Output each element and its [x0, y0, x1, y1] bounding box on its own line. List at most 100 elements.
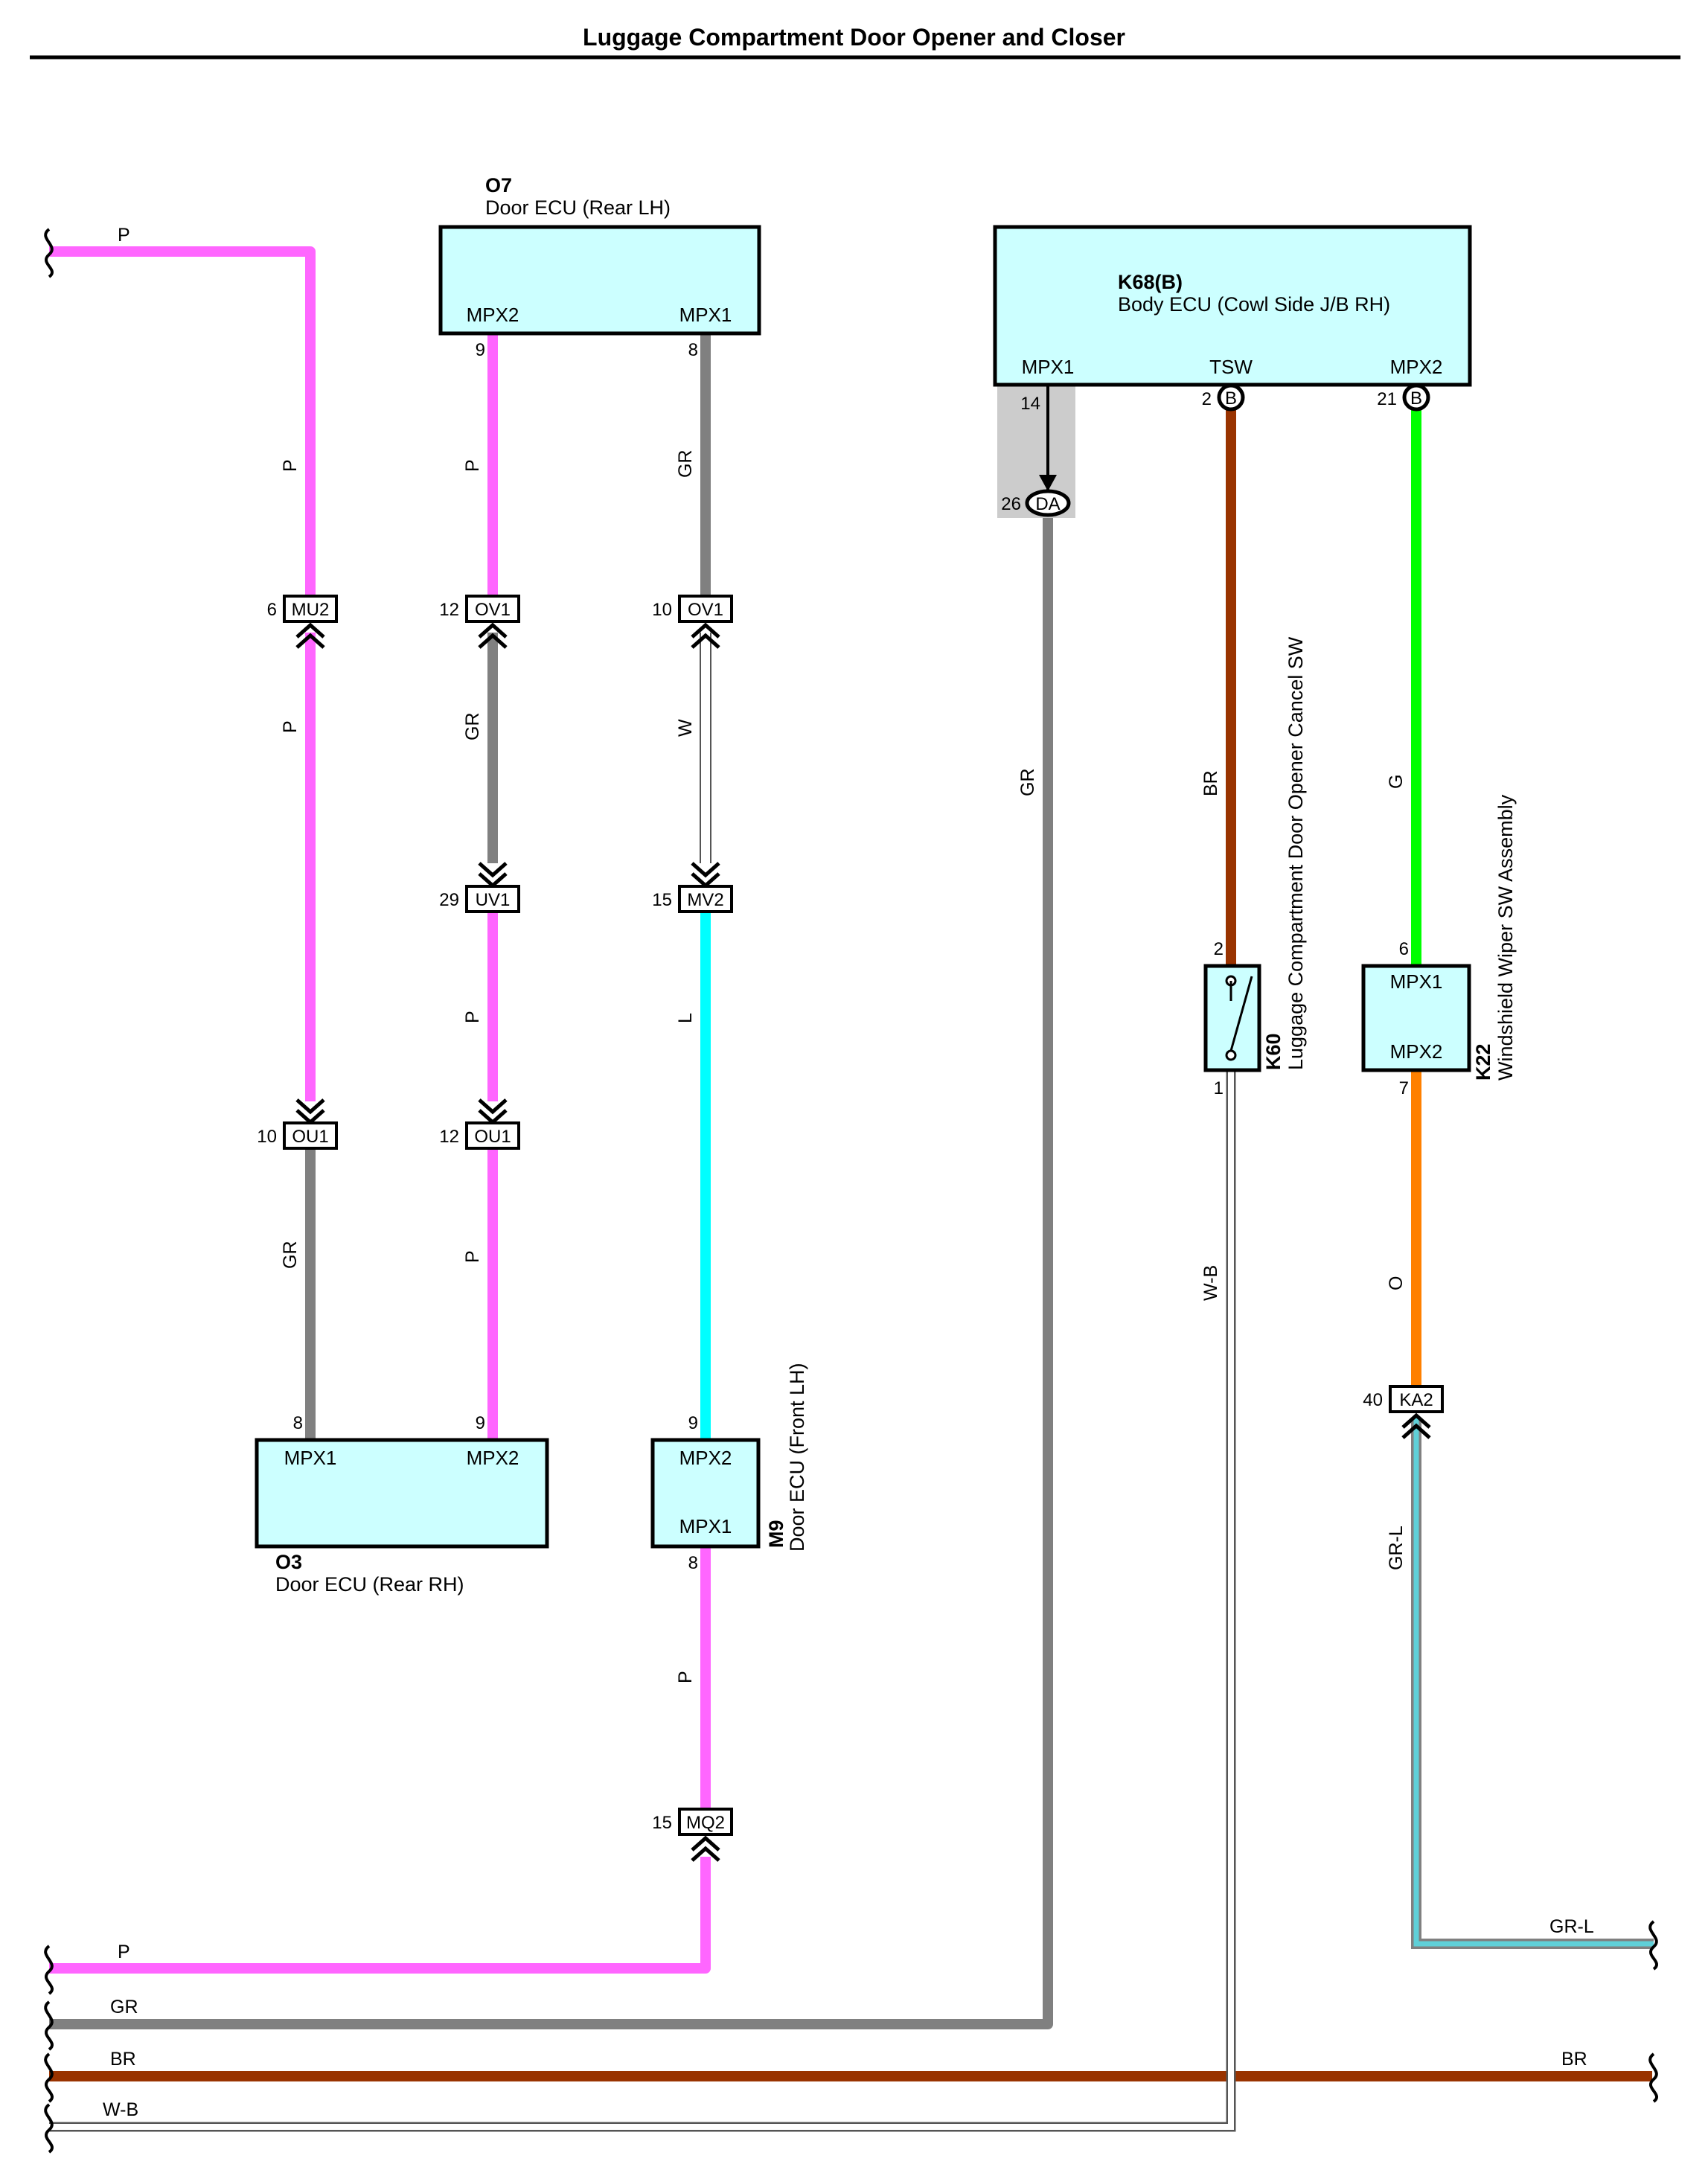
wire-label: P [280, 720, 301, 733]
pin-number: 14 [1020, 394, 1040, 414]
component-k68: K68(B) Body ECU (Cowl Side J/B RH) MPX1 … [993, 225, 1472, 387]
wire-label: GR [110, 1997, 138, 2017]
wire-label: GR-L [1386, 1526, 1407, 1570]
connector-label: OU1 [474, 1127, 511, 1147]
connector-mv2: MV2 15 [652, 862, 733, 913]
terminal-label: MPX1 [284, 1447, 337, 1469]
pin-number: 12 [439, 1127, 459, 1147]
terminal-label: MPX1 [1022, 356, 1075, 378]
wire-label: W [675, 719, 696, 737]
component-k60: K60 Luggage Compartment Door Opener Canc… [1203, 636, 1307, 1072]
wire-label: GR [675, 450, 696, 479]
pin-number: 26 [1001, 494, 1021, 514]
pin-number: 6 [267, 600, 277, 620]
wire-label: P [462, 1011, 483, 1023]
wire-p-top-left [49, 246, 316, 603]
connector-ka2: KA2 40 [1363, 1385, 1444, 1439]
connector-uv1: UV1 29 [439, 862, 520, 913]
connector-ov1-b: OV1 10 [652, 595, 733, 649]
wire-label: BR [1561, 2049, 1587, 2070]
component-code: O3 [275, 1551, 302, 1573]
pin-number: 8 [688, 1553, 698, 1573]
connector-ov1-a: OV1 12 [439, 595, 520, 649]
wire-label: P [280, 459, 301, 472]
terminal-label: MPX2 [1390, 356, 1443, 378]
pin-number: 9 [688, 1413, 698, 1433]
pin-number: 2 [1202, 389, 1212, 409]
component-code: K60 [1262, 1033, 1285, 1070]
switch-contact [1225, 1049, 1237, 1061]
break-marks [44, 228, 1658, 2154]
terminal-label: MPX2 [467, 1447, 519, 1469]
component-k22: MPX1 MPX2 K22 Windshield Wiper SW Assemb… [1361, 794, 1517, 1081]
connector-ou1-b: OU1 12 [439, 1098, 520, 1150]
pin-number: 8 [293, 1413, 303, 1433]
connector-label: OV1 [475, 600, 511, 620]
terminal-label: MPX2 [679, 1447, 732, 1469]
wire-label: BR [110, 2049, 136, 2070]
connector-b-mpx2: B 21 [1377, 383, 1430, 412]
splice-arrow [1039, 475, 1057, 491]
terminal-label: MPX1 [679, 304, 732, 326]
connector-label: MV2 [687, 890, 723, 910]
component-name: Door ECU (Rear LH) [485, 196, 671, 219]
wire-gr-l [1411, 1418, 1654, 1949]
connector-label: MQ2 [686, 1813, 725, 1833]
diagram-title: Luggage Compartment Door Opener and Clos… [583, 24, 1125, 51]
wire-label: P [118, 1942, 130, 1962]
wire-label: GR-L [1549, 1916, 1594, 1937]
pin-number: 6 [1399, 939, 1409, 959]
terminal-label: MPX1 [679, 1515, 732, 1537]
connector-da [1025, 489, 1071, 517]
component-name: Door ECU (Front LH) [786, 1363, 808, 1552]
pin-number: 9 [476, 340, 485, 360]
wire-label: GR [462, 713, 483, 741]
wire-label: GR [280, 1241, 301, 1270]
wire-label: P [462, 459, 483, 472]
pin-number: 15 [652, 890, 672, 910]
wire-label: W-B [103, 2099, 138, 2120]
wire-label: P [462, 1250, 483, 1263]
terminal-label: MPX1 [1390, 970, 1443, 993]
connector-mq2: MQ2 15 [652, 1808, 733, 1862]
wire-label: G [1386, 775, 1407, 789]
connector-mu2: MU2 6 [267, 595, 338, 649]
wire-label: P [118, 225, 130, 246]
connector-label: B [1225, 388, 1237, 409]
connector-label: DA [1035, 494, 1060, 514]
component-m9: MPX2 MPX1 M9 Door ECU (Front LH) [650, 1363, 808, 1552]
wire-gr-bottom [49, 513, 1053, 2029]
switch-blade [1229, 976, 1253, 1052]
terminal-label: MPX2 [467, 304, 519, 326]
pin-number: 9 [476, 1413, 485, 1433]
wire-w-b [49, 1070, 1236, 2132]
pin-number: 40 [1363, 1390, 1383, 1410]
wire-label: P [675, 1671, 696, 1683]
connector-ou1-a: OU1 10 [257, 1098, 338, 1150]
terminal-label: TSW [1209, 356, 1253, 378]
connector-label: OV1 [688, 600, 723, 620]
wire-label: GR [1017, 769, 1038, 797]
pin-number: 29 [439, 890, 459, 910]
wire-p-bottom [49, 1857, 711, 1974]
pin-number: 21 [1377, 389, 1397, 409]
component-code: O7 [485, 174, 512, 196]
connector-label: UV1 [476, 890, 511, 910]
component-name: Body ECU (Cowl Side J/B RH) [1118, 293, 1390, 316]
pin-number: 15 [652, 1813, 672, 1833]
component-name: Door ECU (Rear RH) [275, 1573, 464, 1596]
connector-label: KA2 [1399, 1390, 1433, 1410]
connector-label: MU2 [292, 600, 330, 620]
component-o3: MPX1 MPX2 O3 Door ECU (Rear RH) [255, 1438, 549, 1596]
pin-number: 10 [652, 600, 672, 620]
terminal-label: MPX2 [1390, 1040, 1443, 1063]
pin-number: 7 [1399, 1078, 1409, 1098]
component-o7: O7 Door ECU (Rear LH) MPX2 MPX1 [438, 174, 761, 336]
pin-number: 12 [439, 600, 459, 620]
wire-label: L [675, 1013, 696, 1023]
connector-label: OU1 [292, 1127, 328, 1147]
pin-number: 8 [688, 340, 698, 360]
component-name: Windshield Wiper SW Assembly [1494, 794, 1517, 1081]
component-name: Luggage Compartment Door Opener Cancel S… [1285, 636, 1307, 1070]
